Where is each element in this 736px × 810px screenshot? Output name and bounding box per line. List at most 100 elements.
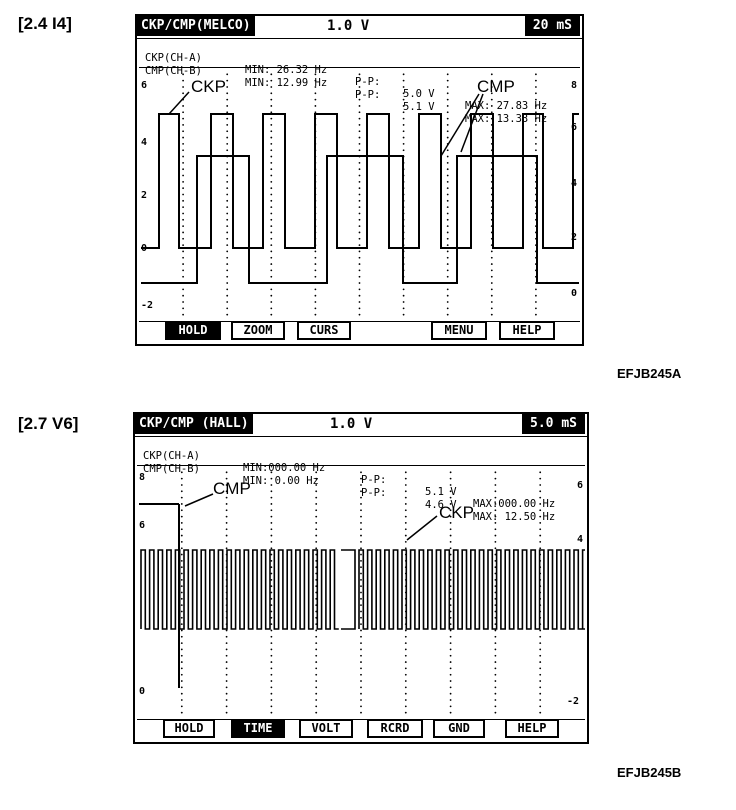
grid-dot [180,509,183,512]
grid-dot [270,471,273,474]
grid-dot [225,522,228,524]
grid-dot [182,161,184,164]
grid-dot [314,111,317,114]
softkey-help[interactable]: HELP [499,321,555,340]
grid-dot [360,490,362,493]
softkey-gnd[interactable]: GND [433,719,485,738]
grid-dot [358,256,361,259]
grid-dot [449,522,452,524]
grid-dot [404,541,407,543]
max-freq: MAX: 12.50 Hz [473,511,556,523]
grid-dot [446,313,449,316]
grid-dot [404,642,407,644]
left-scale-6: 6 [139,520,145,531]
grid-dot [446,199,449,202]
grid-dot [539,692,542,695]
grid-dot [360,610,362,613]
grid-dot [270,294,273,297]
grid-dot [226,294,229,297]
grid-dot [360,642,362,644]
pp-label: P-P: [361,474,387,486]
cmp-signal-label: CMP [477,77,515,96]
grid-dot [539,509,542,512]
softkey-zoom[interactable]: ZOOM [231,321,285,340]
grid-dot [180,515,183,518]
grid-dot [539,496,542,499]
grid-dot [182,111,184,114]
grid-dot [490,92,493,95]
grid-dot [182,155,184,158]
grid-dot [270,275,273,278]
grid-dot [180,591,183,594]
grid-dot [182,301,184,303]
softkey-curs[interactable]: CURS [297,321,351,340]
grid-dot [358,250,361,253]
grid-dot [449,515,452,518]
grid-dot [225,642,228,644]
grid-dot [225,509,228,512]
ckp-signal-label: CKP [191,77,226,96]
grid-dot [315,699,318,701]
grid-dot [404,477,407,480]
channel-name: CMP(CH-B) [143,463,200,475]
grid-dot [226,168,229,171]
grid-dot [358,225,361,228]
grid-dot [226,136,229,139]
grid-dot [449,648,452,651]
grid-dot [446,130,449,133]
grid-dot [182,206,184,209]
grid-dot [360,484,362,486]
grid-dot [490,301,493,303]
softkey-time[interactable]: TIME [231,719,285,738]
grid-dot [404,629,407,632]
grid-dot [404,705,407,708]
grid-dot [270,477,273,480]
ckp-leader-line [168,91,190,115]
grid-dot [226,187,229,190]
grid-dot [358,111,361,114]
grid-dot [270,484,273,486]
waveform-canvas-a: 6 4 2 0 -2 8 6 4 2 0 CKP CMP [141,73,579,316]
grid-dot [225,471,228,474]
grid-dot [270,686,273,689]
grid-dot [358,105,361,107]
softkey-help[interactable]: HELP [505,719,559,738]
grid-dot [270,244,273,247]
grid-dot [446,250,449,253]
grid-dot [226,313,229,316]
grid-dot [360,471,362,474]
softkey-volt[interactable]: VOLT [299,719,353,738]
grid-dot [270,307,273,310]
grid-dot [360,591,362,594]
grid-dot [225,648,228,651]
grid-dot [360,648,362,651]
grid-dot [315,680,318,682]
grid-dot [226,92,229,95]
grid-dot [446,237,449,240]
grid-dot [270,313,273,316]
waveform-plot-a: 6 4 2 0 -2 8 6 4 2 0 CKP CMP [139,67,580,322]
grid-dot [360,686,362,689]
softkey-hold[interactable]: HOLD [165,321,221,340]
grid-dot [494,490,497,493]
softkey-hold[interactable]: HOLD [163,719,215,738]
softkey-menu[interactable]: MENU [431,321,487,340]
grid-dot [180,673,183,676]
grid-dot [182,73,184,76]
grid-dot [490,105,493,107]
grid-dot [449,699,452,701]
grid-dot [404,699,407,701]
grid-dot [270,187,273,190]
grid-dot [182,269,184,272]
grid-dot [182,79,184,82]
grid-dot [180,686,183,689]
grid-dot [270,124,273,126]
grid-dot [314,86,317,88]
grid-dot [226,105,229,107]
grid-dot [226,237,229,240]
grid-dot [490,288,493,291]
grid-dot [446,168,449,171]
grid-dot [180,528,183,531]
grid-dot [270,528,273,531]
softkey-rcrd[interactable]: RCRD [367,719,423,738]
